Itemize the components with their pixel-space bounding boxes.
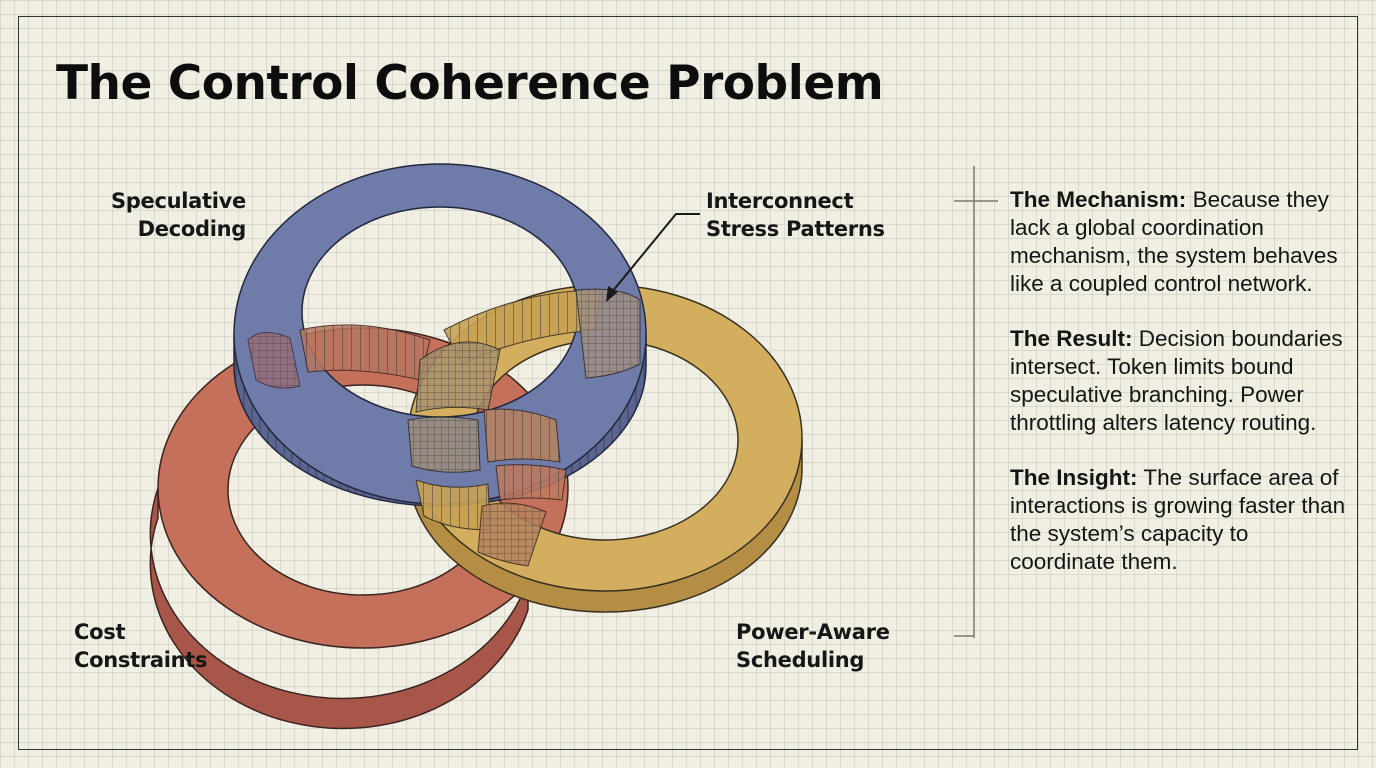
result-body: Decision boundaries intersect. Token lim… bbox=[1010, 326, 1343, 435]
page-title: The Control Coherence Problem bbox=[56, 56, 884, 111]
ring-diagram bbox=[149, 163, 803, 730]
insight-paragraph: The Insight: The surface area of interac… bbox=[1010, 464, 1350, 576]
label-power-aware-scheduling: Power-Aware Scheduling bbox=[736, 620, 890, 672]
mechanism-paragraph: The Mechanism: Because they lack a globa… bbox=[1010, 186, 1350, 298]
mechanism-heading: The Mechanism: bbox=[1010, 187, 1187, 212]
result-heading: The Result: bbox=[1010, 326, 1133, 351]
insight-heading: The Insight: bbox=[1010, 465, 1138, 490]
result-paragraph: The Result: Decision boundaries intersec… bbox=[1010, 325, 1350, 437]
mechanism-body: Because they lack a global coordination … bbox=[1010, 187, 1338, 296]
label-cost-constraints: Cost Constraints bbox=[74, 620, 208, 672]
diagram-frame bbox=[18, 16, 1358, 750]
insight-body: The surface area of interactions is grow… bbox=[1010, 465, 1346, 574]
callout-arrow bbox=[606, 213, 700, 302]
panel-bracket bbox=[954, 166, 998, 638]
explanation-panel: The Mechanism: Because they lack a globa… bbox=[1010, 186, 1350, 603]
label-interconnect-stress-patterns: Interconnect Stress Patterns bbox=[706, 189, 885, 241]
label-speculative-decoding: Speculative Decoding bbox=[110, 189, 246, 241]
intersection-zones bbox=[247, 288, 641, 567]
